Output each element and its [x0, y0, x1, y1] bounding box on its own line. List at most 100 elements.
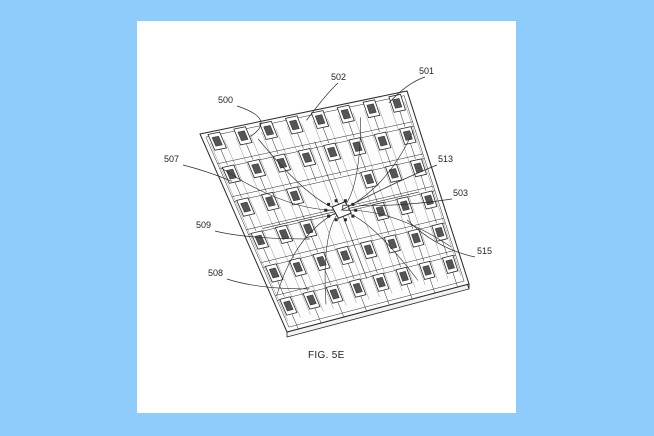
ref-label-513: 513: [438, 154, 453, 164]
led-die: [392, 98, 403, 109]
pad-lead: [271, 138, 279, 155]
ref-label-515: 515: [477, 246, 492, 256]
pad-lead: [399, 111, 406, 127]
led-die: [276, 157, 288, 169]
pad-lead: [277, 280, 285, 297]
chip-trace: [221, 168, 341, 211]
pad-lead: [263, 247, 271, 264]
led-die: [377, 135, 388, 147]
led-die: [240, 201, 252, 213]
led-pad-array: [207, 93, 459, 330]
pad-lead: [259, 176, 267, 193]
led-die: [251, 163, 263, 174]
led-die: [352, 282, 363, 294]
leader-502: [306, 82, 339, 121]
pad-lead: [284, 170, 292, 187]
led-die: [399, 200, 410, 211]
bond-pad: [343, 218, 347, 222]
bond-pad: [334, 199, 338, 203]
leader-515: [406, 219, 476, 258]
pad-lead: [297, 203, 305, 220]
pad-lead: [311, 236, 318, 253]
led-die: [388, 168, 399, 179]
pad-lead: [385, 148, 391, 165]
pad-lead: [373, 116, 380, 133]
led-die: [329, 288, 340, 300]
chip-trace: [262, 210, 341, 229]
ref-label-509: 509: [196, 220, 211, 230]
pad-lead: [314, 307, 322, 324]
pad-lead: [371, 257, 378, 274]
led-die: [364, 173, 375, 185]
led-die: [301, 152, 313, 163]
ref-label-507: 507: [164, 154, 179, 164]
ref-label-508: 508: [208, 268, 223, 278]
pad-lead: [418, 245, 425, 262]
column-trace: [209, 142, 288, 321]
led-die: [303, 223, 314, 234]
led-die: [413, 162, 424, 174]
pad-lead: [452, 272, 459, 288]
led-die: [366, 103, 377, 114]
leader-503: [360, 198, 453, 207]
led-die: [263, 125, 275, 136]
led-die: [306, 294, 317, 306]
pad-lead: [410, 143, 416, 159]
pad-lead: [359, 154, 367, 171]
led-die: [340, 108, 351, 120]
column-trace: [224, 139, 301, 318]
ref-label-500: 500: [218, 95, 233, 105]
led-die: [445, 259, 455, 270]
pad-lead: [396, 181, 402, 197]
led-die: [327, 146, 338, 158]
column-trace: [404, 101, 462, 276]
leader-513: [340, 164, 438, 211]
pad-lead: [441, 239, 448, 256]
led-die: [363, 244, 374, 255]
led-die: [268, 267, 280, 279]
bond-pad: [324, 208, 328, 212]
figure-caption: FIG. 5E: [308, 350, 345, 361]
chip-trace: [276, 210, 341, 295]
led-die: [316, 256, 327, 267]
pad-lead: [248, 214, 257, 231]
bond-pad: [351, 214, 355, 218]
patent-drawing-sheet: 500 502 501 507 513 503 509 515 508 FIG.…: [137, 21, 516, 413]
pad-lead: [348, 121, 355, 138]
pad-lead: [273, 209, 281, 226]
led-die: [278, 229, 290, 240]
ref-label-503: 503: [453, 188, 468, 198]
bond-pad: [327, 202, 331, 206]
chip-trace: [340, 209, 452, 248]
pad-lead: [394, 251, 401, 268]
led-die: [283, 300, 294, 312]
pad-lead: [297, 132, 304, 149]
pad-lead: [429, 278, 436, 294]
led-die: [411, 232, 421, 244]
leader-501: [388, 76, 426, 104]
bond-pad: [327, 214, 331, 218]
pad-lead: [309, 165, 317, 182]
led-die: [237, 130, 249, 142]
pad-lead: [300, 274, 308, 291]
bond-pad: [334, 218, 338, 222]
led-die: [434, 226, 445, 238]
leader-508: [226, 278, 310, 290]
bond-pad: [343, 199, 347, 203]
pad-lead: [406, 283, 413, 300]
leader-509: [214, 230, 310, 240]
pad-lead: [383, 219, 390, 235]
pad-lead: [431, 207, 437, 224]
pad-lead: [287, 242, 295, 259]
reference-labels: 500 502 501 507 513 503 509 515 508 FIG.…: [164, 66, 492, 361]
led-die: [289, 119, 300, 131]
led-die: [422, 265, 432, 276]
pad-lead: [360, 295, 368, 312]
pad-lead: [407, 213, 414, 230]
reference-leaders: [182, 76, 476, 290]
pad-lead: [324, 269, 332, 286]
leader-500: [236, 105, 262, 137]
patent-figure: 500 502 501 507 513 503 509 515 508 FIG.…: [164, 66, 492, 361]
led-die: [211, 135, 223, 147]
led-die: [314, 114, 326, 125]
